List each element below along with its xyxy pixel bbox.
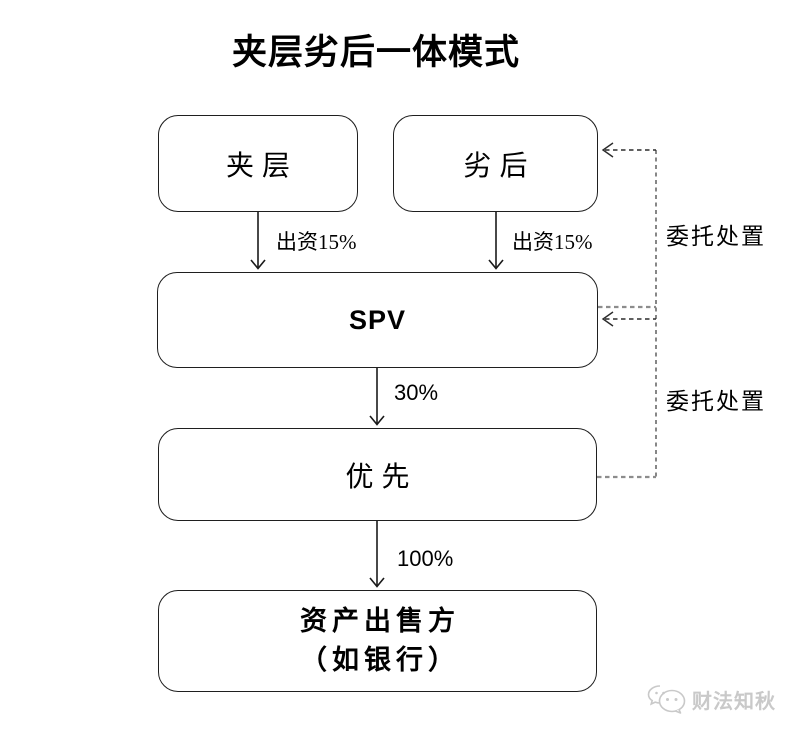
node-seller-label-line2: （如银行） <box>300 645 460 675</box>
edge-label-jiaceng-contribution: 出资15% <box>276 230 357 254</box>
node-seller-box: 资产出售方 （如银行） <box>158 590 597 692</box>
dashed-connector-spv-to-liehou <box>598 142 657 477</box>
node-jiaceng-box: 夹层 <box>158 115 358 212</box>
chat-bubbles-icon <box>647 685 686 714</box>
arrow-youxian-to-seller <box>369 521 385 588</box>
node-spv-box: SPV <box>157 272 598 368</box>
node-spv-label: SPV <box>348 304 407 335</box>
dashed-connector-youxian-to-spv <box>597 311 656 479</box>
node-jiaceng-label: 夹层 <box>225 150 298 182</box>
arrow-jiaceng-to-spv <box>250 212 266 270</box>
edge-label-liehou-contribution: 出资15% <box>512 230 593 254</box>
edge-label-youxian-to-seller-percent: 100% <box>397 546 454 571</box>
arrow-spv-to-youxian <box>369 368 385 426</box>
edge-label-entrusted-disposal-top: 委托处置 <box>666 224 766 249</box>
node-seller-label-line1: 资产出售方 <box>300 605 460 636</box>
arrow-liehou-to-spv <box>488 212 504 270</box>
node-seller-label: 资产出售方 （如银行） <box>295 602 460 680</box>
page-title: 夹层劣后一体模式 <box>231 33 520 72</box>
watermark-text: 财法知秋 <box>692 690 776 713</box>
node-liehou-box: 劣后 <box>393 115 598 212</box>
node-liehou-label: 劣后 <box>463 150 536 182</box>
watermark: 财法知秋 <box>646 684 776 714</box>
edge-label-spv-to-youxian-percent: 30% <box>394 380 439 405</box>
node-youxian-box: 优先 <box>158 428 597 521</box>
node-youxian-label: 优先 <box>345 461 418 493</box>
edge-label-entrusted-disposal-bottom: 委托处置 <box>666 389 766 414</box>
